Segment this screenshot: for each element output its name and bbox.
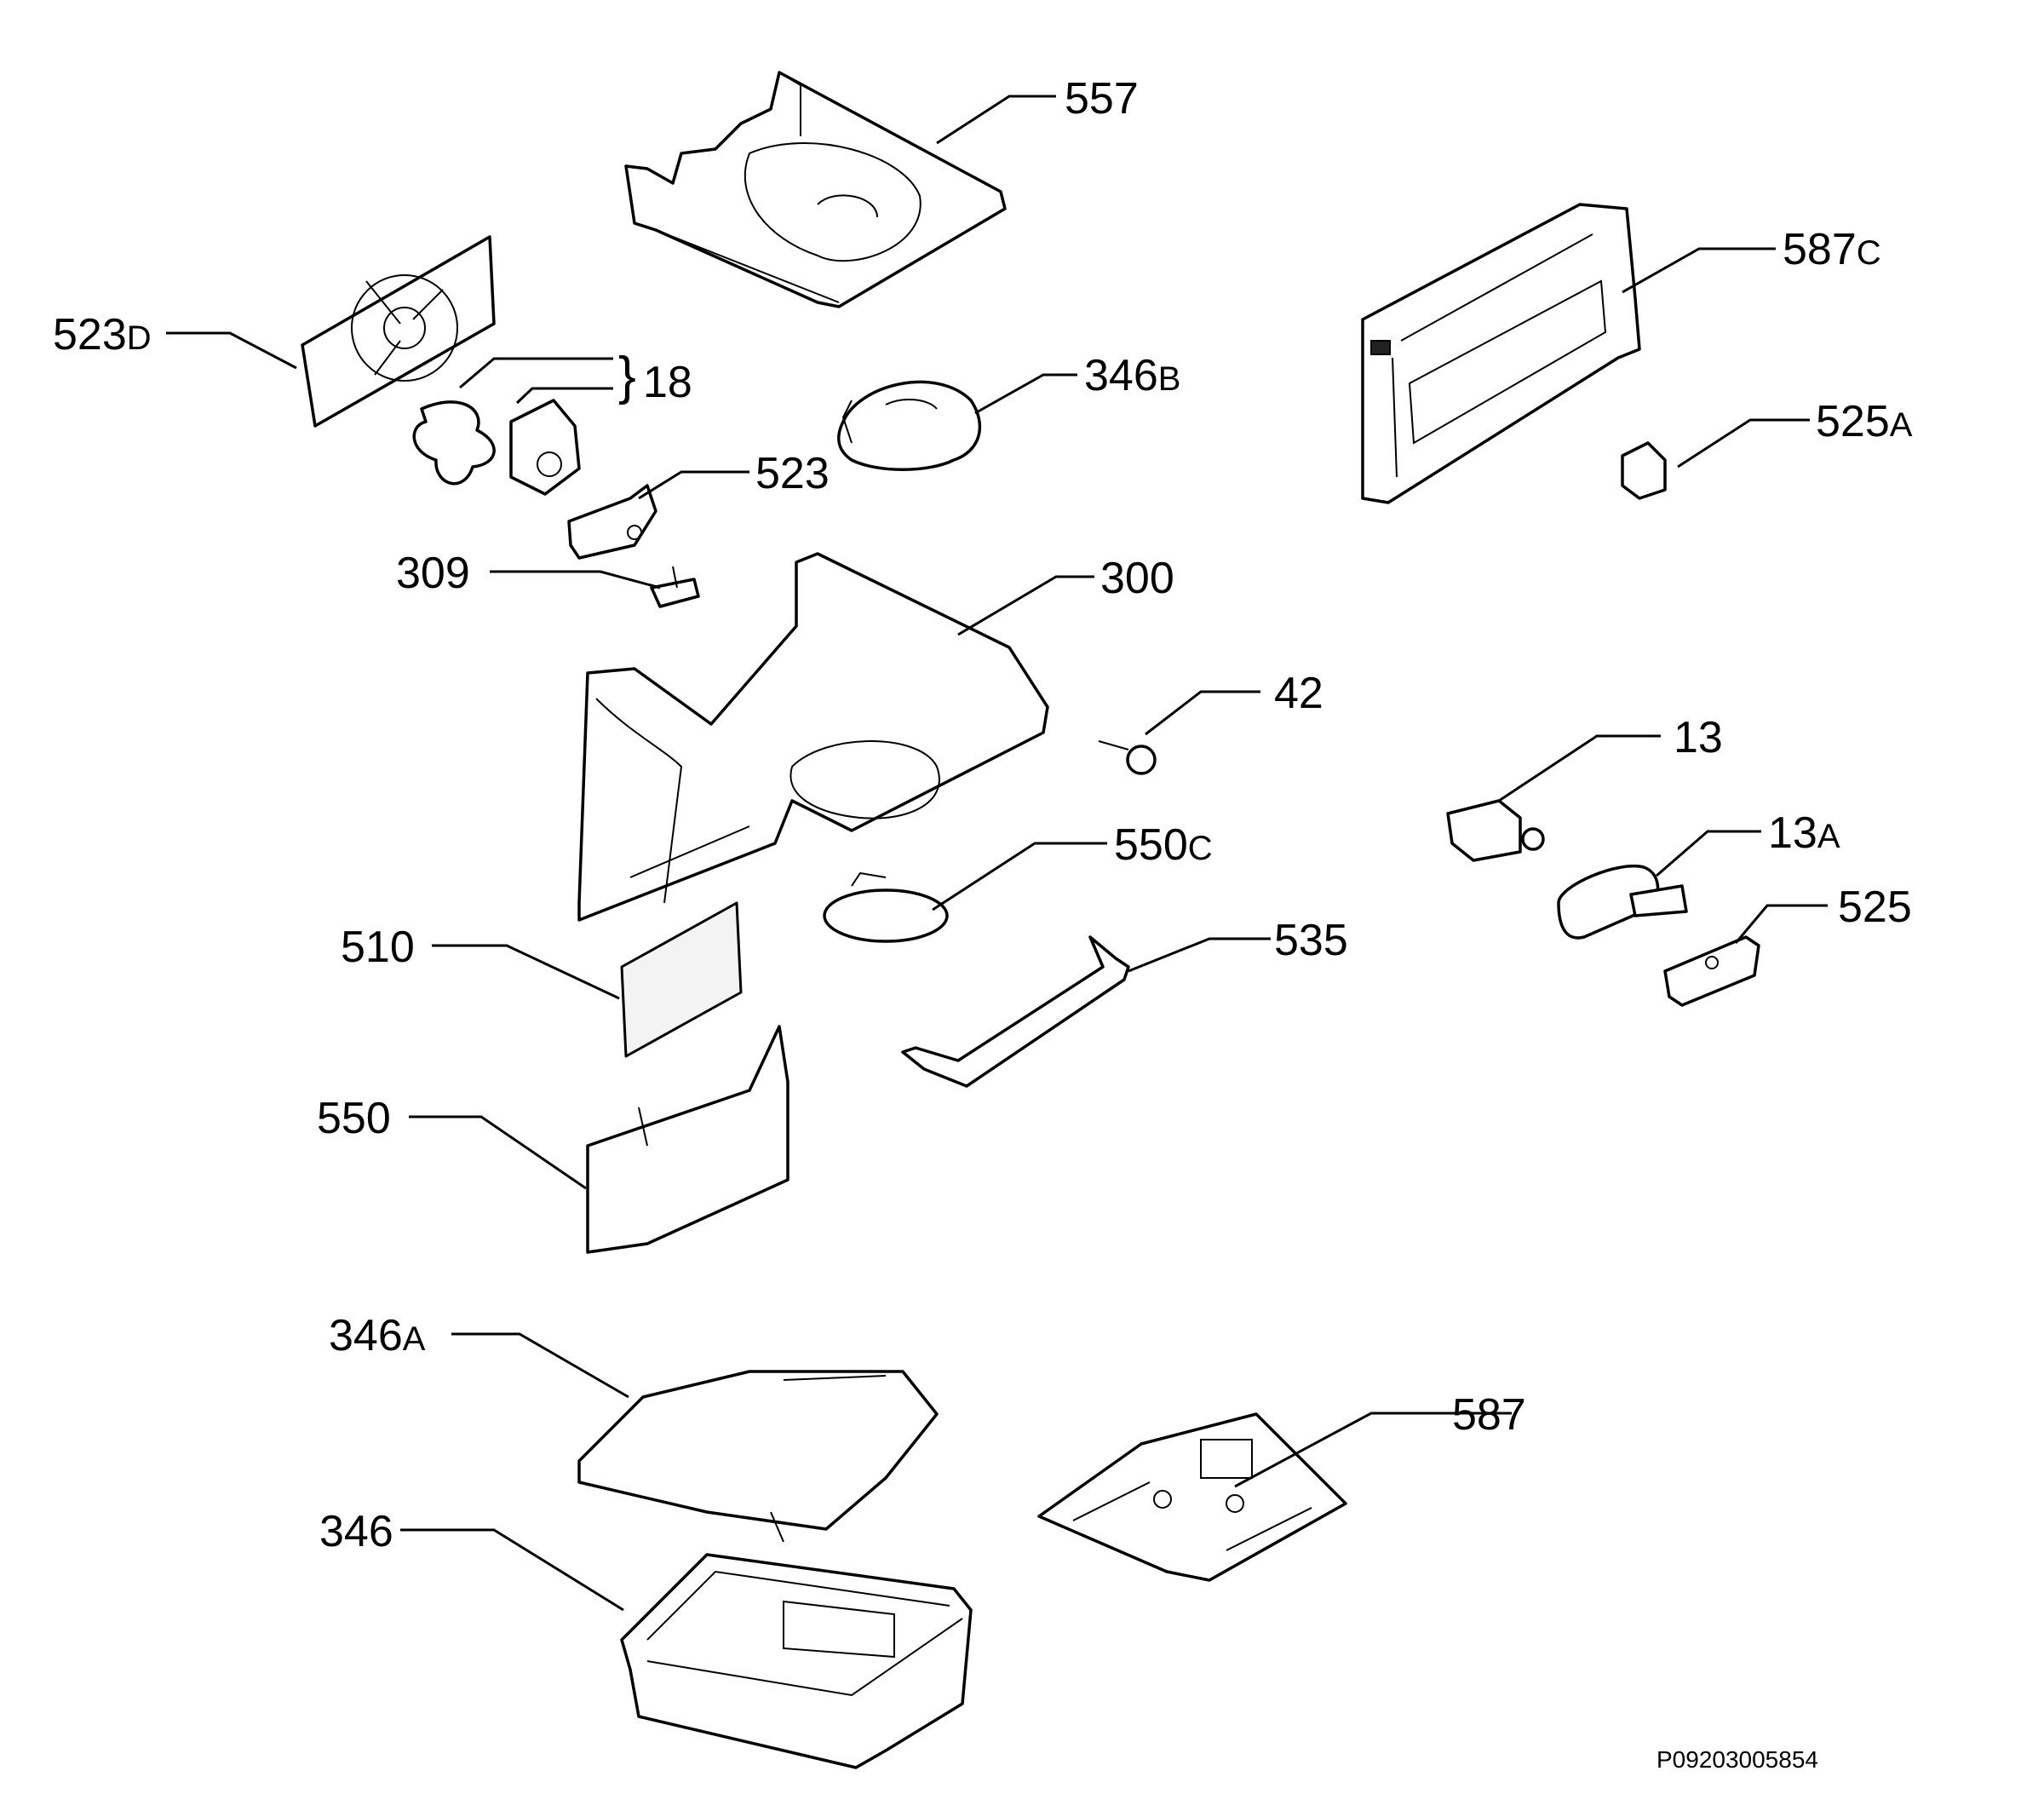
callout-510: 510 <box>341 923 415 972</box>
callout-300: 300 <box>1100 554 1174 603</box>
part-13-switch <box>1446 799 1545 862</box>
callout-309: 309 <box>396 549 470 598</box>
part-587c-display-frame <box>1361 203 1641 504</box>
callout-346b: 346B <box>1084 351 1180 400</box>
callout-42: 42 <box>1274 669 1323 718</box>
callout-523d: 523D <box>53 310 152 359</box>
callout-550c: 550C <box>1114 820 1213 870</box>
part-535-strip <box>901 935 1130 1088</box>
part-523-bracket <box>567 484 657 560</box>
part-300-main-housing <box>577 552 1049 922</box>
callout-13a: 13A <box>1768 808 1840 858</box>
callout-346a: 346A <box>329 1311 426 1360</box>
part-550c-ring <box>823 871 949 943</box>
part-525a-knob <box>1621 441 1667 500</box>
callout-525: 525 <box>1838 883 1912 932</box>
brace-18: } <box>618 347 636 405</box>
part-346b-round-cover <box>837 380 981 471</box>
part-346a-lid <box>577 1370 939 1543</box>
part-13a-button <box>1557 865 1688 940</box>
callout-346: 346 <box>319 1507 393 1556</box>
callout-535: 535 <box>1274 916 1348 965</box>
part-550-front-cover <box>586 1025 789 1254</box>
leader-lines <box>166 95 1828 1612</box>
part-587-pcb <box>1037 1412 1347 1582</box>
callout-523: 523 <box>755 449 830 498</box>
part-510-filter-pad <box>620 901 743 1058</box>
part-525-cap <box>1663 935 1760 1007</box>
callout-587c: 587C <box>1783 225 1881 274</box>
callout-18: 18 <box>643 358 692 407</box>
callout-557: 557 <box>1065 74 1139 124</box>
callout-550: 550 <box>317 1094 391 1143</box>
callout-13: 13 <box>1674 713 1723 762</box>
callout-525a: 525A <box>1816 397 1913 446</box>
part-523d-fan-housing <box>301 235 496 428</box>
part-309-clip <box>650 566 700 608</box>
drawing-code: P09203005854 <box>1656 1746 1818 1773</box>
part-346-box <box>620 1553 973 1769</box>
part-18-fan-and-motor <box>412 399 581 496</box>
part-557-top-duct <box>624 71 1007 308</box>
callout-587: 587 <box>1452 1390 1526 1440</box>
part-42-plug <box>1098 740 1157 775</box>
